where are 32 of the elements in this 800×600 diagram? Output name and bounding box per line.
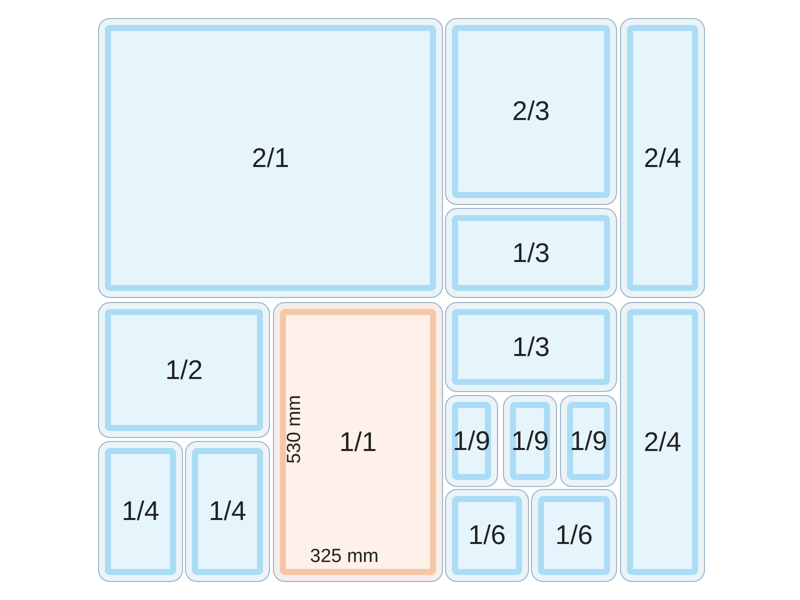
pan-tray (445, 18, 617, 205)
pan-tray (620, 18, 705, 298)
size-label: 1/2 (165, 354, 203, 386)
size-label: 1/1 (339, 426, 377, 458)
pan-tray (620, 302, 705, 582)
size-label: 1/3 (512, 332, 550, 362)
size-label: 2/3 (512, 96, 550, 127)
size-label: 1/6 (468, 520, 506, 551)
pan-tray (503, 395, 557, 487)
size-label: 2/1 (252, 142, 290, 174)
pan-tray (98, 441, 183, 582)
size-label: 1/4 (122, 496, 160, 527)
pan-tray (445, 302, 617, 392)
pan-tray (273, 302, 443, 582)
size-label: 1/4 (208, 496, 246, 527)
size-label: 2/4 (644, 142, 682, 174)
size-label: 1/6 (555, 520, 593, 551)
pan-tray (560, 395, 617, 487)
pan-tray (185, 441, 270, 582)
size-label: 2/4 (644, 426, 682, 458)
dimension-label: 530 mm (284, 395, 306, 464)
size-label: 1/9 (570, 426, 608, 456)
size-label: 1/9 (452, 426, 490, 456)
pan-tray (531, 489, 617, 582)
pan-tray (445, 395, 498, 487)
dimension-label: 325 mm (310, 546, 379, 568)
pan-tray (98, 302, 270, 438)
size-label: 1/9 (511, 426, 549, 456)
size-label: 1/3 (512, 238, 550, 268)
pan-tray (445, 489, 529, 582)
pan-tray (98, 18, 443, 298)
pan-tray (445, 208, 617, 298)
